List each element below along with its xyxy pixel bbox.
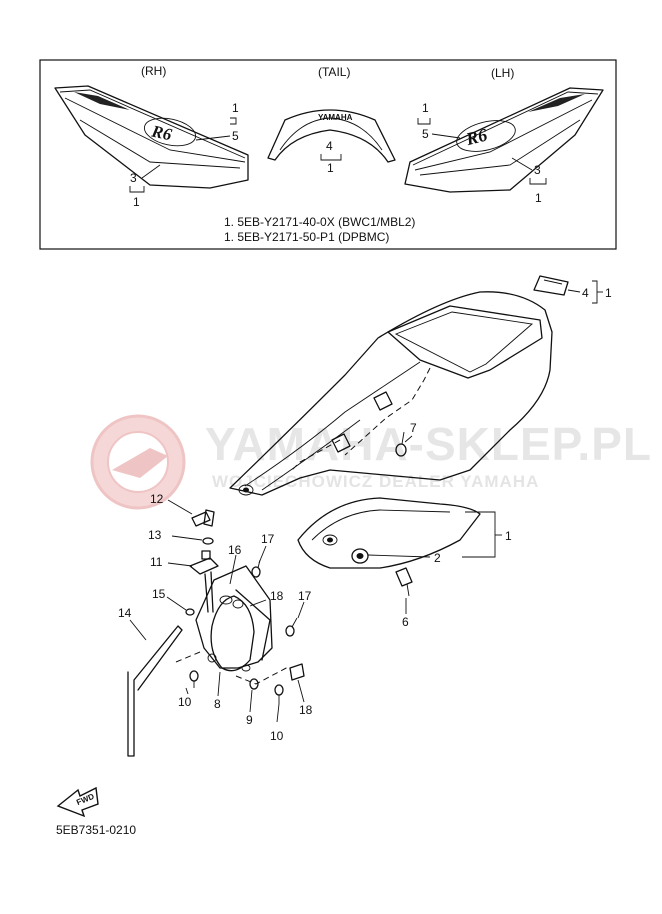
callout-9: 9 (246, 713, 253, 727)
watermark-subtitle: WOJCIECHOWICZ DEALER YAMAHA (212, 472, 539, 491)
view-label-tail: (TAIL) (318, 65, 350, 79)
clip-13 (202, 537, 214, 545)
callout-1-mid: 1 (505, 529, 512, 543)
watermark: YAMAHA-SKLEP.PL WOJCIECHOWICZ DEALER YAM… (90, 414, 652, 510)
callout-7: 7 (410, 421, 417, 435)
callout-11: 11 (150, 555, 163, 569)
grommet (351, 548, 369, 564)
rh-callout-3: 3 (130, 171, 137, 185)
callout-16: 16 (228, 543, 242, 557)
clamp-15 (185, 608, 195, 616)
callout-17-right: 17 (298, 589, 312, 603)
seat-cowl (229, 275, 569, 569)
tail-brand-text: YAMAHA (318, 113, 353, 122)
bolt-10-left (189, 670, 199, 688)
watermark-logo (90, 414, 186, 510)
callout-14: 14 (118, 606, 132, 620)
callout-18-bottom: 18 (299, 703, 313, 717)
collar-9 (249, 678, 259, 690)
view-label-rh: (RH) (141, 64, 166, 78)
callout-10-bottom: 10 (270, 729, 284, 743)
bolt-17-right (285, 617, 298, 637)
forward-arrow-icon: FWD (56, 786, 99, 818)
callout-12: 12 (150, 492, 164, 506)
callout-18-top: 18 (270, 589, 284, 603)
callout-17-top: 17 (261, 532, 275, 546)
diagram-code: 5EB7351-0210 (56, 823, 136, 837)
overflow-hose-14 (127, 625, 183, 757)
watermark-title: YAMAHA-SKLEP.PL (205, 418, 652, 470)
callout-10-left: 10 (178, 695, 192, 709)
rh-callout-1-top: 1 (232, 101, 239, 115)
callout-6: 6 (402, 615, 409, 629)
lh-callout-3: 3 (534, 163, 541, 177)
rh-model-badge: R6 (149, 121, 174, 144)
lh-callout-1-top: 1 (422, 101, 429, 115)
callout-1-top: 1 (605, 286, 612, 300)
filler-cap-11 (189, 550, 219, 613)
tail-callout-1: 1 (327, 161, 334, 175)
callout-8: 8 (214, 697, 221, 711)
rh-callout-1-bottom: 1 (133, 195, 140, 209)
rh-callout-5: 5 (232, 129, 239, 143)
bolt-10-bottom (274, 684, 284, 704)
reservoir-tank (195, 565, 273, 672)
inset-graphics-box: (RH) (TAIL) (LH) R6 1 5 3 1 YAMAHA 4 1 (39, 59, 617, 250)
tail-decal: YAMAHA (267, 109, 396, 163)
callout-15: 15 (152, 587, 166, 601)
part-number-line-1: 1. 5EB-Y2171-40-0X (BWC1/MBL2) (224, 215, 415, 229)
part-number-line-2: 1. 5EB-Y2171-50-P1 (DPBMC) (224, 230, 389, 244)
stay-18 (289, 663, 305, 681)
hose-joint-12 (191, 509, 215, 527)
bolt-7 (395, 431, 407, 457)
tail-callout-4: 4 (326, 139, 333, 153)
lh-callout-1-bottom: 1 (535, 191, 542, 205)
rh-side-decal: R6 (54, 85, 249, 189)
lh-side-decal: R6 (404, 87, 604, 193)
view-label-lh: (LH) (491, 66, 514, 80)
lh-callout-5: 5 (422, 127, 429, 141)
callout-2: 2 (434, 551, 441, 565)
callout-4-top: 4 (582, 286, 589, 300)
bolt-6 (395, 567, 413, 597)
lh-model-badge: R6 (463, 125, 489, 150)
callout-13: 13 (148, 528, 162, 542)
